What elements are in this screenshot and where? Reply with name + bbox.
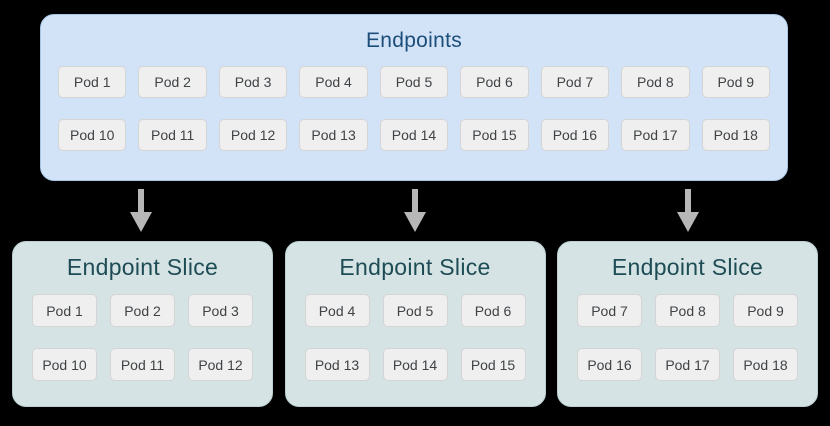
slice-pod-grid: Pod 4 Pod 5 Pod 6 Pod 13 Pod 14 Pod 15: [304, 294, 526, 381]
endpoints-pod-grid: Pod 1 Pod 2 Pod 3 Pod 4 Pod 5 Pod 6 Pod …: [58, 66, 770, 151]
pod-chip: Pod 3: [188, 294, 253, 327]
pod-chip: Pod 17: [621, 119, 690, 151]
arrow-head: [677, 212, 699, 232]
arrow-down-icon: [404, 189, 426, 232]
pod-chip: Pod 4: [304, 294, 370, 327]
slice-pod-grid: Pod 1 Pod 2 Pod 3 Pod 10 Pod 11 Pod 12: [32, 294, 253, 381]
pod-chip: Pod 1: [58, 66, 127, 98]
slice-title: Endpoint Slice: [66, 254, 219, 280]
pod-chip: Pod 18: [733, 348, 798, 381]
endpoints-title: Endpoints: [365, 29, 463, 52]
slice-pod-grid: Pod 7 Pod 8 Pod 9 Pod 16 Pod 17 Pod 18: [577, 294, 798, 381]
pod-chip: Pod 12: [188, 348, 253, 381]
arrow-down-icon: [677, 189, 699, 232]
pod-chip: Pod 14: [382, 348, 448, 381]
arrow-down-icon: [130, 189, 152, 232]
pod-chip: Pod 15: [460, 348, 526, 381]
pod-chip: Pod 9: [701, 66, 770, 98]
pod-chip: Pod 5: [382, 294, 448, 327]
pod-chip: Pod 11: [110, 348, 175, 381]
pod-chip: Pod 3: [218, 66, 288, 98]
arrow-head: [130, 212, 152, 232]
pod-chip: Pod 11: [138, 119, 207, 151]
slice-title: Endpoint Slice: [339, 254, 491, 280]
slice-title: Endpoint Slice: [611, 254, 764, 280]
pod-chip: Pod 16: [577, 348, 642, 381]
arrow-shaft: [685, 189, 691, 212]
pod-chip: Pod 2: [110, 294, 175, 327]
pod-chip: Pod 13: [304, 348, 370, 381]
pod-chip: Pod 10: [58, 119, 127, 151]
arrow-shaft: [138, 189, 144, 212]
pod-chip: Pod 8: [621, 66, 690, 98]
endpoints-box: Endpoints Pod 1 Pod 2 Pod 3 Pod 4 Pod 5 …: [40, 14, 788, 181]
pod-chip: Pod 14: [379, 119, 449, 151]
endpoint-slice-box-1: Endpoint Slice Pod 1 Pod 2 Pod 3 Pod 10 …: [12, 241, 273, 407]
pod-chip: Pod 7: [577, 294, 642, 327]
arrow-head: [404, 212, 426, 232]
pod-chip: Pod 2: [138, 66, 207, 98]
pod-chip: Pod 18: [701, 119, 770, 151]
endpoint-slice-box-3: Endpoint Slice Pod 7 Pod 8 Pod 9 Pod 16 …: [557, 241, 818, 407]
pod-chip: Pod 13: [299, 119, 368, 151]
pod-chip: Pod 9: [733, 294, 798, 327]
pod-chip: Pod 1: [32, 294, 97, 327]
pod-chip: Pod 8: [655, 294, 720, 327]
pod-chip: Pod 5: [379, 66, 449, 98]
endpoint-slice-box-2: Endpoint Slice Pod 4 Pod 5 Pod 6 Pod 13 …: [284, 241, 546, 407]
pod-chip: Pod 6: [460, 66, 529, 98]
pod-chip: Pod 4: [299, 66, 368, 98]
pod-chip: Pod 10: [32, 348, 97, 381]
pod-chip: Pod 17: [655, 348, 720, 381]
pod-chip: Pod 15: [460, 119, 529, 151]
pod-chip: Pod 7: [540, 66, 610, 98]
pod-chip: Pod 16: [540, 119, 610, 151]
pod-chip: Pod 12: [218, 119, 288, 151]
pod-chip: Pod 6: [460, 294, 526, 327]
slices-row: Endpoint Slice Pod 1 Pod 2 Pod 3 Pod 10 …: [12, 241, 818, 407]
arrow-shaft: [412, 189, 418, 212]
